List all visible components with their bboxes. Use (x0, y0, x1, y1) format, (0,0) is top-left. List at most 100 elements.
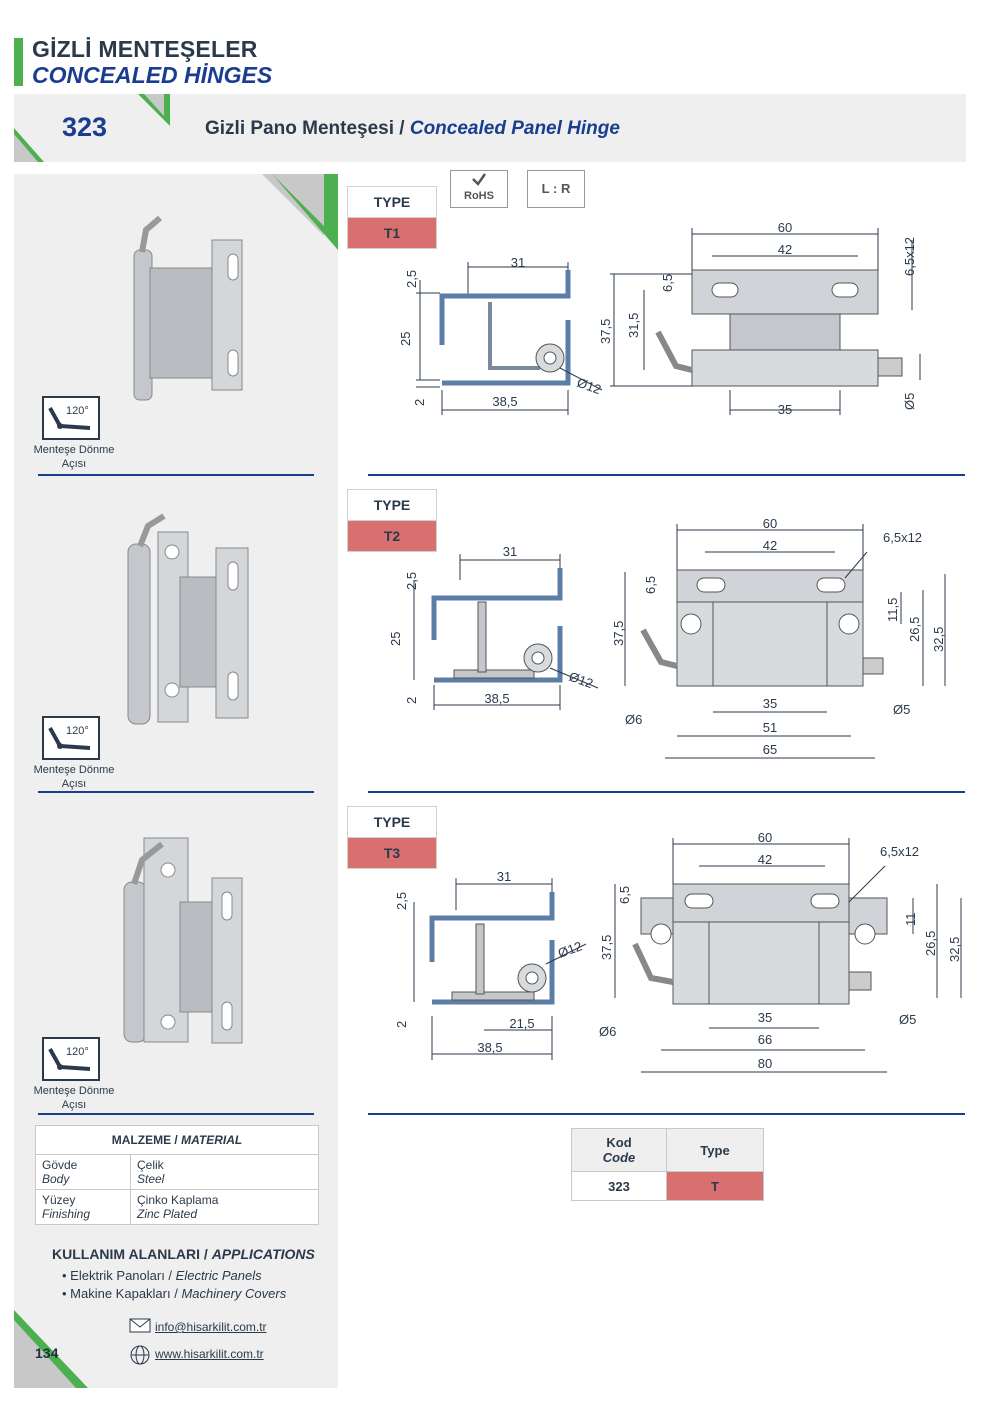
section-divider (368, 1113, 965, 1115)
dim-60: 60 (763, 516, 777, 531)
dim-6-5x12: 6,5x12 (883, 530, 922, 545)
material-value-en: Steel (137, 1172, 165, 1186)
dim-2: 2 (404, 697, 419, 704)
rohs-label: RoHS (464, 190, 494, 202)
rotation-angle-icon: 120° (42, 1037, 100, 1081)
dim-37-5: 37,5 (599, 935, 614, 960)
dim-60: 60 (778, 220, 792, 235)
dim-42: 42 (758, 852, 772, 867)
email-icon (129, 1318, 151, 1333)
email-link[interactable]: info@hisarkilit.com.tr (155, 1320, 267, 1334)
application-en: Machinery Covers (181, 1286, 287, 1301)
dim-dia-12: Ø12 (575, 375, 603, 398)
sidebar-corner-shape (262, 174, 338, 250)
code-header-tr: Kod (606, 1135, 632, 1150)
t3-front-drawing: 60 42 6,5x12 6,5 37,5 11 26,5 32,5 35 66… (599, 830, 962, 1073)
dim-6-5x12: 6,5x12 (902, 237, 917, 276)
check-icon (472, 173, 487, 186)
website-link[interactable]: www.hisarkilit.com.tr (155, 1347, 264, 1361)
list-item: • Elektrik Panoları / Electric Panels (62, 1268, 262, 1283)
dim-6-5: 6,5 (643, 576, 658, 594)
t1-side-drawing: 31 2,5 25 2 38,5 Ø12 (398, 255, 603, 415)
dim-25: 25 (390, 632, 403, 646)
rotation-angle-label-2: Açısı (61, 778, 87, 790)
rotation-angle-icon: 120° (42, 396, 100, 440)
dim-66: 66 (758, 1032, 772, 1047)
type-header-cell: Type (666, 1128, 764, 1172)
hinge-image-t1 (133, 215, 243, 401)
list-item: • Makine Kapakları / Machinery Covers (62, 1286, 286, 1301)
rotation-angle-value: 120° (66, 405, 89, 417)
dim-11-5: 11,5 (885, 598, 900, 622)
page-number: 134 (35, 1345, 59, 1361)
product-title: Gizli Pano Menteşesi / Concealed Panel H… (205, 118, 620, 140)
rotation-angle-label-2: Açısı (61, 1099, 87, 1111)
type-value: T2 (348, 521, 436, 551)
material-key: Yüzey (42, 1193, 76, 1207)
rotation-angle-glyph: 120° (48, 725, 91, 750)
application-en: Electric Panels (175, 1268, 262, 1283)
section-divider (368, 791, 965, 793)
t1-front-drawing: 60 42 6,5x12 6,5 37,5 31,5 35 Ø5 (600, 220, 921, 417)
applications-title-en: APPLICATIONS (211, 1246, 315, 1262)
band-corner-shapes (14, 94, 170, 162)
dim-overall-length: 65 (763, 742, 777, 757)
dim-42: 42 (763, 538, 777, 553)
section-title-tr: GİZLİ MENTEŞELER (32, 36, 258, 62)
dim-2-5: 2,5 (394, 892, 409, 910)
sidebar-divider (38, 474, 314, 476)
dim-37-5: 37,5 (611, 621, 626, 646)
title-separator: / (394, 118, 410, 139)
dim-26-5: 26,5 (923, 931, 938, 956)
dim-dia-5: Ø5 (902, 393, 917, 410)
table-row: 323 T (571, 1171, 764, 1201)
dim-42: 42 (778, 242, 792, 257)
t2-side-drawing: 31 2,5 25 2 38,5 Ø12 (390, 544, 599, 710)
dim-26-5: 26,5 (907, 617, 922, 642)
dim-2: 2 (412, 399, 427, 406)
material-value-en: Zinc Plated (137, 1207, 198, 1221)
dim-31: 31 (511, 255, 525, 270)
dim-6-5x12: 6,5x12 (880, 844, 919, 859)
dim-35: 35 (758, 1010, 772, 1025)
rotation-angle-icon: 120° (42, 716, 100, 760)
dim-dia-6: Ø6 (625, 712, 642, 727)
rotation-angle-label-1: Menteşe Dönme (33, 764, 115, 776)
dim-32-5: 32,5 (931, 627, 946, 652)
application-tr: • Makine Kapakları / (62, 1286, 182, 1301)
dim-dia-6: Ø6 (599, 1024, 616, 1039)
material-value: Çinko Kaplama (137, 1193, 219, 1207)
lr-right-label: R (560, 181, 571, 196)
dim-21-5: 21,5 (509, 1016, 534, 1031)
dim-31: 31 (497, 869, 511, 884)
type-box-t1: TYPE T1 (347, 186, 437, 249)
rotation-angle-label-1: Menteşe Dönme (33, 1085, 115, 1097)
rotation-angle-value: 120° (66, 725, 89, 737)
applications-title-tr: KULLANIM ALANLARI (52, 1246, 201, 1262)
applications-title: KULLANIM ALANLARI / APPLICATIONS (52, 1246, 315, 1262)
product-band (14, 94, 966, 162)
material-key-en: Finishing (42, 1207, 91, 1221)
t3-side-drawing: 31 2,5 25 2 21,5 38,5 Ø12 (390, 869, 587, 1060)
dim-25: 25 (390, 956, 393, 970)
type-box-t3: TYPE T3 (347, 806, 437, 869)
dim-31-5: 31,5 (626, 313, 641, 338)
type-header: TYPE (348, 807, 436, 838)
material-title-en: MATERIAL (181, 1133, 243, 1147)
type-value: T3 (348, 838, 436, 868)
rotation-angle-glyph: 120° (48, 405, 91, 430)
sidebar-divider (38, 1113, 314, 1115)
lr-left-label: L (541, 181, 550, 196)
material-title-tr: MALZEME (111, 1133, 172, 1147)
rotation-angle-glyph: 120° (48, 1046, 91, 1071)
hinge-image-t2 (127, 513, 249, 725)
type-box-t2: TYPE T2 (347, 489, 437, 552)
dim-11: 11 (903, 913, 918, 927)
